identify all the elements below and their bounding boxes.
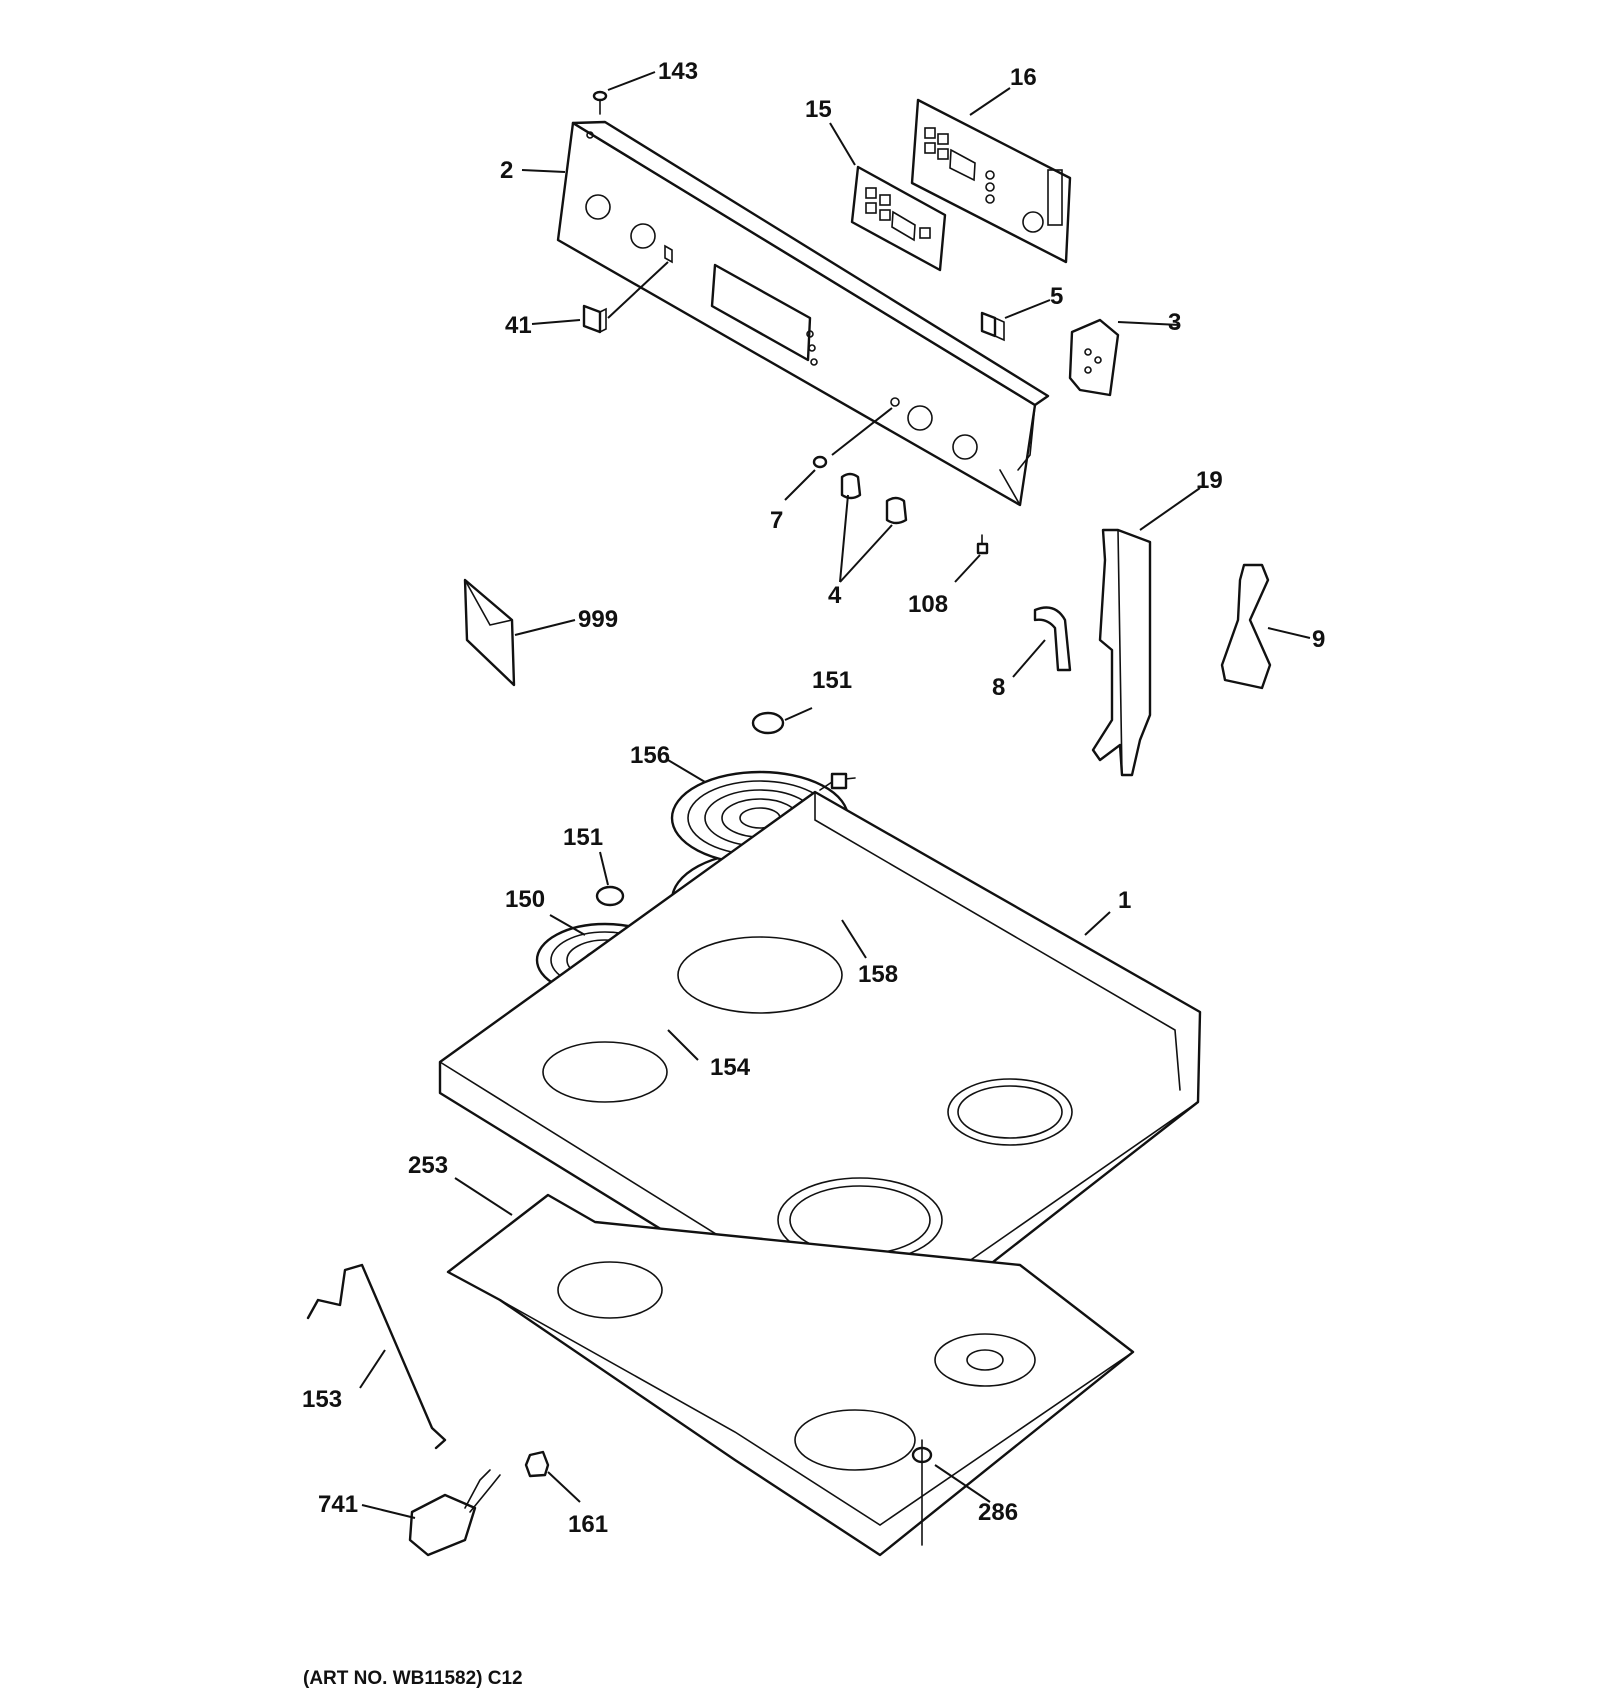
literature-part-999 <box>463 578 516 687</box>
burner-box-part-253 <box>446 1193 1135 1557</box>
label-158: 158 <box>858 961 898 988</box>
art-number-caption: (ART NO. WB11582) C12 <box>303 1668 523 1689</box>
label-156: 156 <box>630 742 670 769</box>
leader-lines <box>359 71 1311 1519</box>
label-4: 4 <box>828 582 842 609</box>
receptacle-part-151-upper <box>751 711 785 735</box>
hinge-part-8 <box>1033 606 1072 672</box>
label-151-lower: 151 <box>563 824 603 851</box>
label-3: 3 <box>1168 309 1181 336</box>
switch-part-5 <box>980 311 1005 342</box>
label-161: 161 <box>568 1511 608 1538</box>
label-2: 2 <box>500 157 513 184</box>
clip-part-108 <box>976 534 989 555</box>
switch-part-41 <box>582 304 607 334</box>
label-286: 286 <box>978 1499 1018 1526</box>
label-15: 15 <box>805 96 832 123</box>
label-16: 16 <box>1010 64 1037 91</box>
label-253: 253 <box>408 1152 448 1179</box>
clip-part-161 <box>524 1450 550 1478</box>
label-108: 108 <box>908 591 948 618</box>
wire-part-153 <box>306 1263 447 1450</box>
part-labels: 143 2 15 16 41 5 3 7 4 108 19 999 8 9 15… <box>302 58 1325 1538</box>
bushing-part-7 <box>812 455 828 469</box>
relay-part-3 <box>1068 318 1120 397</box>
label-7: 7 <box>770 507 783 534</box>
receptacle-part-151-lower <box>595 885 625 907</box>
label-19: 19 <box>1196 467 1223 494</box>
label-153: 153 <box>302 1386 342 1413</box>
control-board-part-16 <box>910 98 1072 264</box>
label-143: 143 <box>658 58 698 85</box>
screw-part-143 <box>592 90 608 115</box>
label-154: 154 <box>710 1054 751 1081</box>
control-panel-part-2 <box>556 120 1050 507</box>
handle-end-part-9 <box>1220 563 1272 690</box>
label-150: 150 <box>505 886 545 913</box>
label-151-upper: 151 <box>812 667 852 694</box>
label-5: 5 <box>1050 283 1063 310</box>
label-741: 741 <box>318 1491 358 1518</box>
screw-part-286 <box>911 1439 933 1546</box>
label-9: 9 <box>1312 626 1325 653</box>
label-41: 41 <box>505 312 532 339</box>
terminal-block-part-741 <box>408 1469 501 1557</box>
label-999: 999 <box>578 606 618 633</box>
knob-part-4 <box>840 472 908 525</box>
label-8: 8 <box>992 674 1005 701</box>
label-1: 1 <box>1118 887 1131 914</box>
overlay-part-15 <box>850 165 947 272</box>
bracket-part-19 <box>1091 528 1152 777</box>
